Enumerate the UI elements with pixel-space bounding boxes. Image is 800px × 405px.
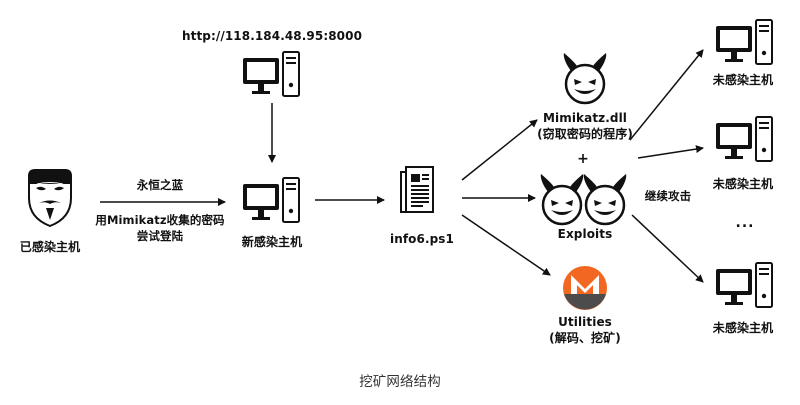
exploits-label: Exploits (557, 227, 613, 241)
edge-attack-to-target-3 (631, 214, 704, 283)
mimikatz-passwords-label: 用Mimikatz收集的密码 (95, 213, 225, 227)
figure-caption: 挖矿网络结构 (359, 374, 441, 390)
try-login-label: 尝试登陆 (136, 229, 184, 243)
utilities-desc-label: (解码、挖矿) (549, 331, 621, 345)
target-computer-icon-3 (715, 262, 773, 308)
edge-attack-to-target-2 (637, 145, 704, 159)
plus-sign: + (577, 151, 589, 167)
continue-attack-label: 继续攻击 (644, 189, 692, 203)
edge-attack-to-target-1 (629, 49, 704, 141)
edge-script-to-mimikatz (461, 119, 538, 181)
mimikatz-label: Mimikatz.dll (542, 111, 628, 125)
ellipsis: ... (735, 215, 755, 231)
target-computer-icon-2 (715, 116, 773, 162)
mimikatz-devil-face-icon (562, 51, 608, 105)
new-host-label: 新感染主机 (241, 235, 303, 249)
mimikatz-desc-label: (窃取密码的程序) (537, 127, 633, 141)
target-host-label-2: 未感染主机 (712, 177, 774, 191)
eternalblue-label: 永恒之蓝 (136, 178, 184, 192)
document-icon (400, 166, 434, 213)
c2-server-url-label: http://118.184.48.95:8000 (181, 29, 363, 43)
edges (100, 49, 704, 283)
script-label: info6.ps1 (389, 232, 455, 246)
target-host-label-3: 未感染主机 (712, 321, 774, 335)
exploit-devil-face-icon-2 (582, 172, 628, 226)
infected-host-label: 已感染主机 (19, 240, 81, 254)
exploit-devil-face-icon-1 (539, 172, 585, 226)
new-host-computer-icon (242, 177, 300, 223)
target-computer-icon-1 (715, 19, 773, 65)
utilities-label: Utilities (558, 315, 612, 329)
anonymous-mask-icon (28, 169, 72, 228)
target-host-label-1: 未感染主机 (712, 73, 774, 87)
edge-script-to-utilities (461, 214, 551, 276)
c2-server-computer-icon (242, 51, 300, 97)
monero-logo-icon (563, 266, 607, 310)
